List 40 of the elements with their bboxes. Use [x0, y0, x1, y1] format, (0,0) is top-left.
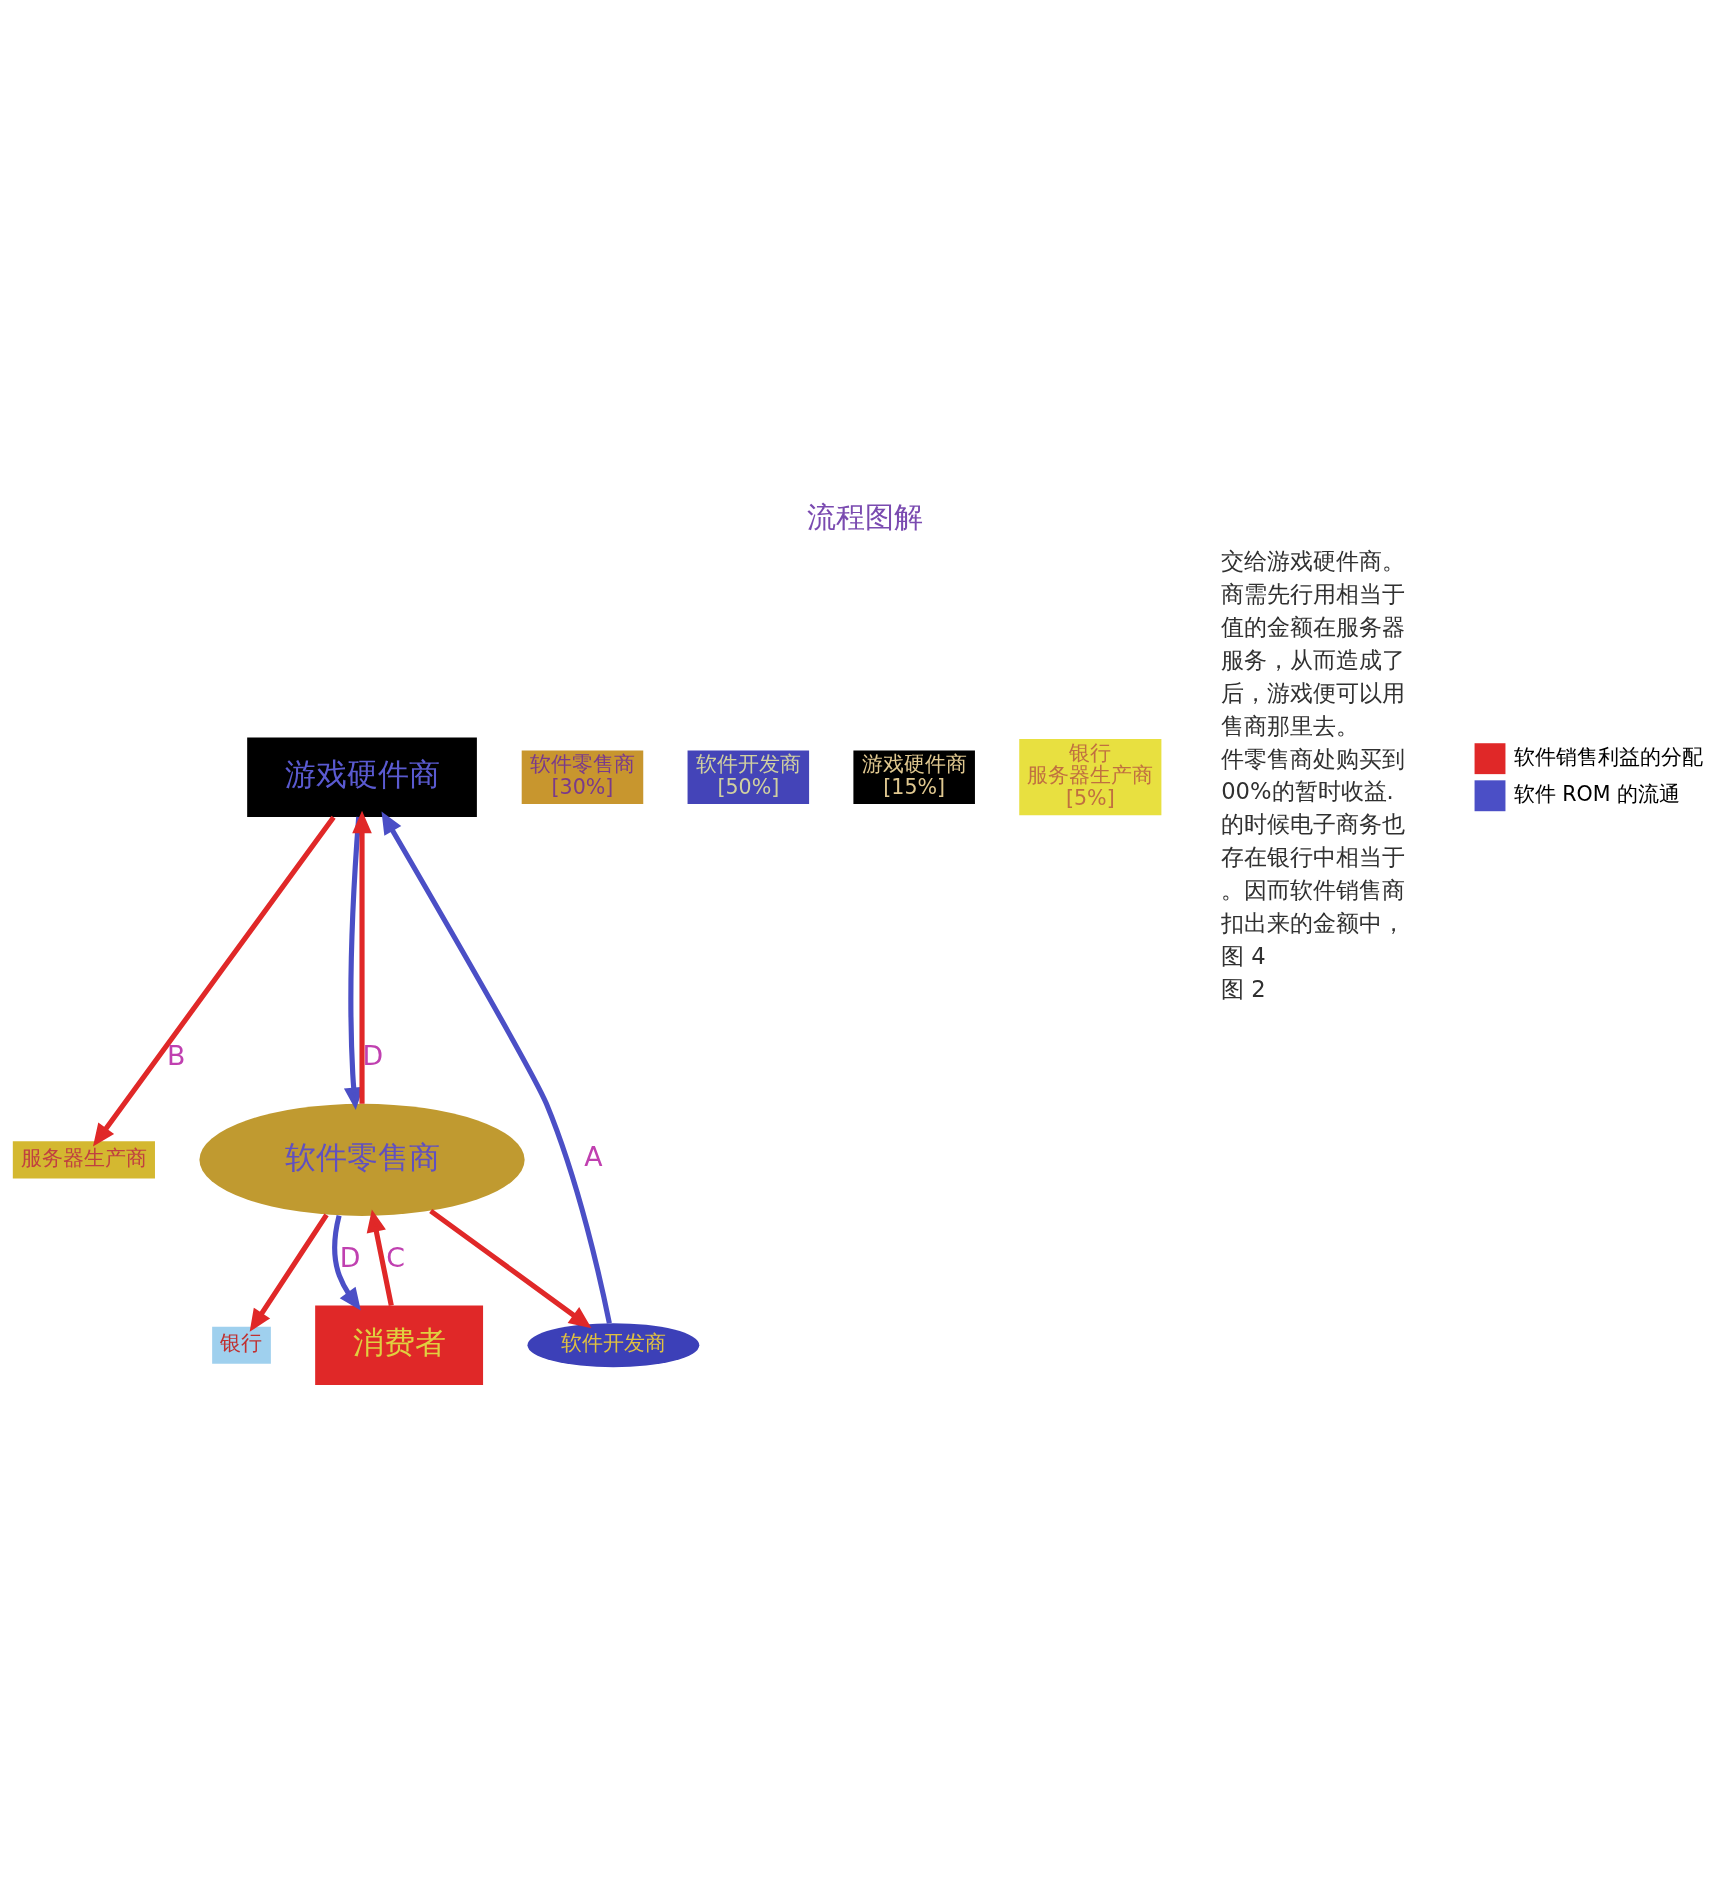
arrow [352, 810, 372, 1104]
label: 交给游戏硬件商。 [1221, 547, 1406, 574]
legend-label: 软件销售利益的分配 [1513, 744, 1703, 769]
legend-label: 软件 ROM 的流通 [1513, 781, 1681, 806]
edge-label: D [362, 1040, 384, 1072]
node-box: 软件开发商 [50%] [687, 750, 810, 804]
node-ellipse: 软件开发商 [527, 1323, 700, 1368]
label: 服务，从而造成了 [1221, 646, 1406, 673]
arrow [366, 1209, 394, 1307]
arrow [92, 815, 336, 1147]
arrow [381, 811, 612, 1324]
label: 售商那里去。 [1221, 712, 1360, 739]
label: 存在银行中相当于 [1221, 844, 1406, 871]
edge-label: A [584, 1141, 603, 1173]
label: 件零售商处购买到 [1221, 745, 1406, 772]
arrow [429, 1208, 592, 1329]
node-box: 银行 [212, 1326, 271, 1364]
label: 扣出来的金额中， [1221, 910, 1406, 937]
node-box: 游戏硬件商 [247, 737, 477, 817]
label: 商需先行用相当于 [1221, 580, 1406, 607]
edge-label: D [339, 1242, 361, 1274]
label: 的时候电子商务也 [1221, 811, 1406, 838]
node-ellipse: 软件零售商 [199, 1103, 525, 1216]
label: 图 2 [1221, 976, 1266, 1003]
edge-label: B [166, 1040, 186, 1072]
node-box: 游戏硬件商 [15%] [853, 750, 975, 804]
label: 图 4 [1221, 943, 1266, 970]
arrow [249, 1213, 329, 1332]
edge-label: C [386, 1242, 405, 1274]
arrow [343, 816, 364, 1111]
diagram-title: 流程图解 [807, 500, 924, 535]
label: 。因而软件销售商 [1221, 877, 1406, 904]
node-box: 服务器生产商 [12, 1141, 155, 1179]
node-box: 银行 服务器生产商 [5%] [1019, 739, 1162, 816]
label: 00%的暂时收益. [1221, 778, 1394, 805]
label: 值的金额在服务器 [1221, 613, 1406, 640]
arrow [332, 1215, 361, 1311]
node-box: 消费者 [315, 1305, 484, 1385]
node-box: 软件零售商 [30%] [521, 750, 644, 804]
label: 后，游戏便可以用 [1221, 679, 1406, 706]
